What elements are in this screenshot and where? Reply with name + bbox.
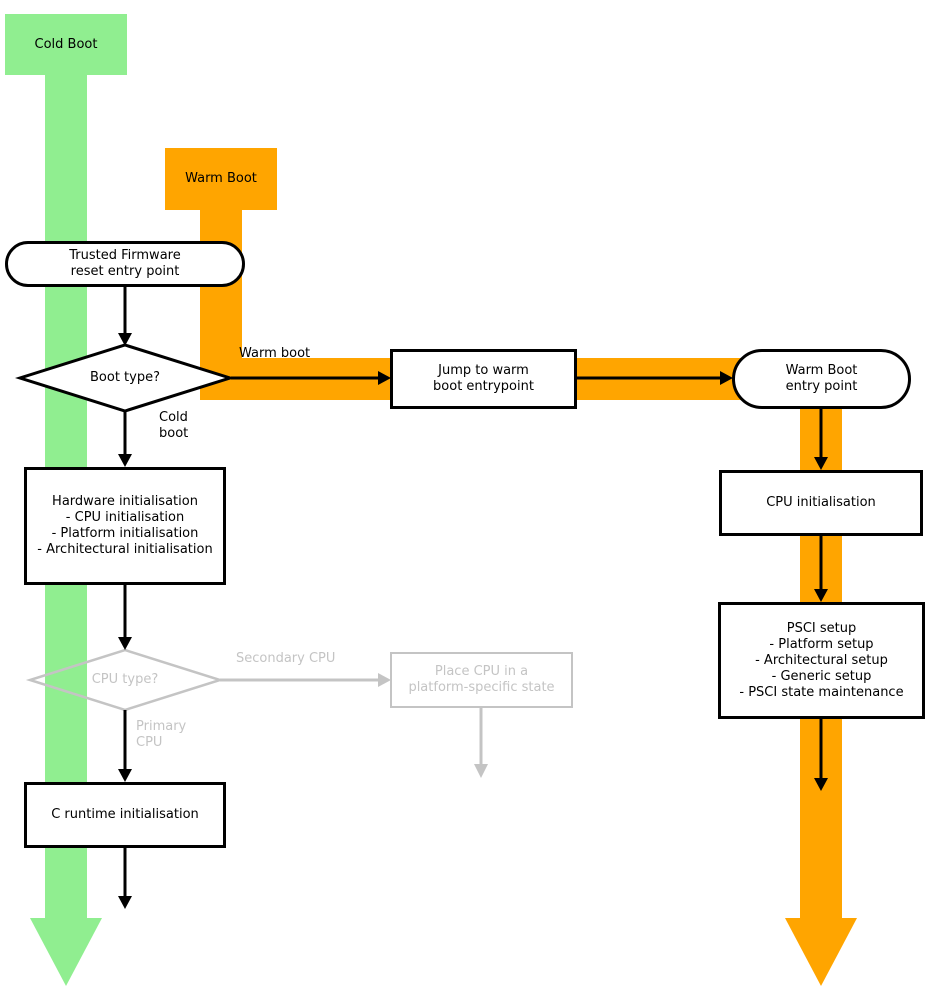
edge-secondary-cpu-arrowhead	[378, 673, 391, 687]
node-jump-warm-line2: boot entrypoint	[433, 379, 534, 394]
node-place-cpu-line1: Place CPU in a	[434, 664, 529, 679]
node-reset-entry-line2: reset entry point	[70, 264, 180, 279]
edge-coldboot-arrowhead	[118, 454, 132, 467]
node-reset-entry-point: Trusted Firmware reset entry point	[5, 241, 245, 287]
node-place-cpu-line2: platform-specific state	[408, 680, 555, 695]
node-place-cpu-platform-state: Place CPU in a platform-specific state	[390, 652, 573, 708]
edge-primary-cpu-arrowhead	[118, 769, 132, 782]
node-hardware-line2: - CPU initialisation	[65, 510, 185, 525]
node-warm-boot: Warm Boot	[165, 148, 277, 210]
node-hardware-initialisation: Hardware initialisation - CPU initialisa…	[24, 467, 226, 585]
edge-entry-to-cpuinit-arrowhead	[814, 457, 828, 470]
node-cpu-initialisation: CPU initialisation	[719, 470, 923, 536]
node-jump-warm-line1: Jump to warm	[438, 363, 529, 378]
node-hardware-line4: - Architectural initialisation	[37, 542, 213, 557]
node-warm-boot-entry-point: Warm Boot entry point	[732, 349, 911, 409]
edge-place-cpu-exit-arrowhead	[474, 764, 488, 778]
edge-label-cold-boot-line2: boot	[159, 426, 189, 441]
node-psci-setup: PSCI setup - Platform setup - Architectu…	[718, 602, 925, 719]
node-cpu-initialisation-label: CPU initialisation	[766, 495, 876, 510]
edge-cruntime-exit-arrowhead	[118, 896, 132, 909]
node-psci-line5: - PSCI state maintenance	[739, 684, 904, 700]
edge-reset-to-boottype-arrowhead	[118, 333, 132, 346]
cold-boot-flow-arrowhead	[30, 918, 102, 986]
edge-label-secondary-cpu: Secondary CPU	[236, 651, 335, 667]
edge-label-primary-cpu-line1: Primary	[136, 719, 187, 734]
node-cold-boot: Cold Boot	[5, 14, 127, 75]
node-cold-boot-label: Cold Boot	[34, 36, 98, 52]
node-c-runtime-initialisation: C runtime initialisation	[24, 782, 226, 848]
node-hardware-line3: - Platform initialisation	[51, 526, 199, 541]
node-psci-line3: - Architectural setup	[755, 652, 888, 668]
warm-boot-flow-arrowhead	[785, 918, 857, 986]
node-warm-boot-label: Warm Boot	[185, 171, 257, 186]
edge-label-warm-boot: Warm boot	[239, 346, 310, 362]
node-psci-line2: - Platform setup	[769, 636, 874, 652]
edge-label-primary-cpu: Primary CPU	[136, 719, 186, 751]
edge-label-cold-boot: Cold boot	[159, 410, 188, 442]
node-psci-line1: PSCI setup	[786, 620, 857, 636]
edge-label-secondary-cpu-text: Secondary CPU	[236, 651, 336, 666]
node-psci-line4: - Generic setup	[771, 668, 872, 684]
edge-label-primary-cpu-line2: CPU	[136, 735, 163, 750]
edge-hardware-to-cputype-arrowhead	[118, 637, 132, 650]
edge-warmboot-arrowhead	[378, 371, 391, 385]
edge-cpuinit-to-psci-arrowhead	[814, 589, 828, 602]
edge-label-warm-boot-text: Warm boot	[239, 346, 311, 361]
edge-jump-to-entry-arrowhead	[720, 371, 733, 385]
node-reset-entry-line1: Trusted Firmware	[69, 248, 181, 263]
node-c-runtime-label: C runtime initialisation	[51, 807, 199, 822]
node-warm-entry-line2: entry point	[785, 379, 858, 394]
node-jump-warm-entrypoint: Jump to warm boot entrypoint	[390, 349, 577, 409]
node-hardware-line1: Hardware initialisation	[52, 494, 198, 509]
node-warm-entry-line1: Warm Boot	[785, 363, 858, 378]
edge-label-cold-boot-line1: Cold	[159, 410, 188, 425]
edge-psci-exit-arrowhead	[814, 778, 828, 791]
